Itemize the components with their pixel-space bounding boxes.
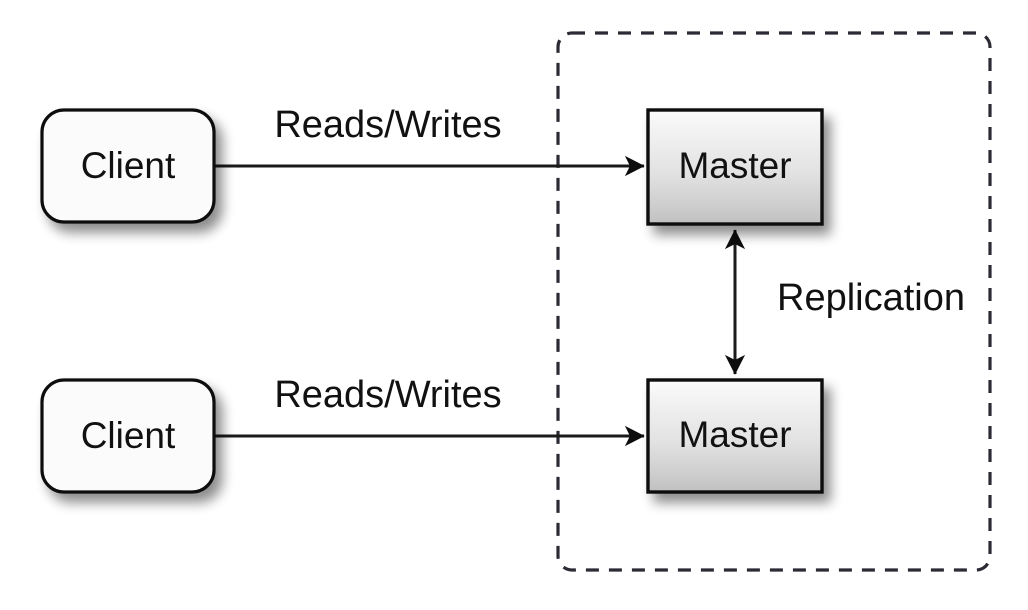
node-client-bottom[interactable]: Client: [40, 378, 216, 494]
edge-label-replication: Replication: [777, 277, 965, 319]
client-bottom-label: Client: [81, 415, 176, 456]
node-master-top[interactable]: Master: [646, 108, 824, 226]
edge-label-reads-writes-top: Reads/Writes: [274, 104, 501, 146]
master-bottom-label: Master: [678, 414, 791, 455]
master-bottom-box[interactable]: [646, 378, 824, 494]
node-client-top[interactable]: Client: [40, 108, 216, 224]
client-top-label: Client: [81, 145, 176, 186]
master-top-label: Master: [678, 145, 791, 186]
edge-label-reads-writes-bottom: Reads/Writes: [274, 374, 501, 416]
node-group: Client Client Master Master: [40, 108, 824, 494]
edge-group: [214, 155, 746, 447]
master-top-box[interactable]: [646, 108, 824, 226]
client-bottom-box[interactable]: [40, 378, 216, 494]
edge-label-group: Reads/Writes Reads/Writes Replication: [274, 104, 965, 416]
client-top-box[interactable]: [40, 108, 216, 224]
replication-cluster-boundary: [556, 31, 992, 572]
node-master-bottom[interactable]: Master: [646, 378, 824, 494]
